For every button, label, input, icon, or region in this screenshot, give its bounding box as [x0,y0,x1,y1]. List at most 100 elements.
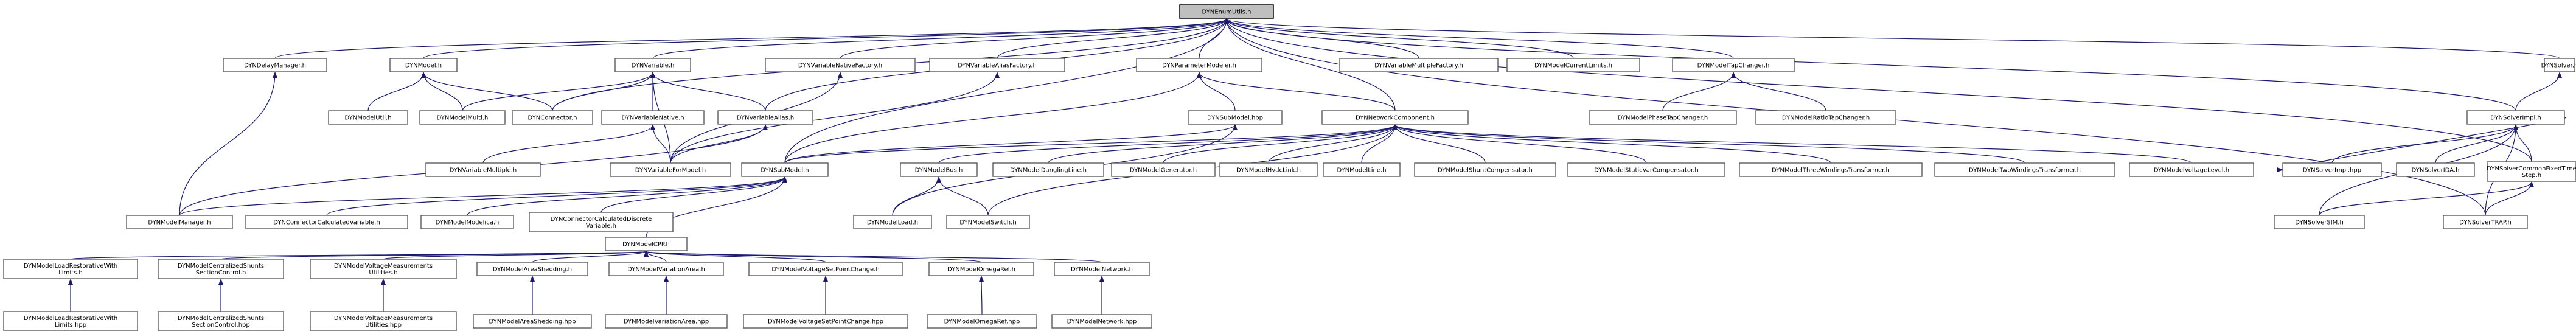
node-centshunthpp[interactable]: DYNModelCentralizedShuntsSectionControl.… [158,311,284,331]
node-areashed[interactable]: DYNModelAreaShedding.h [476,262,588,276]
node-label: DYNParameterModeler.h [1162,63,1236,69]
node-label: DYNModelPhaseTapChanger.h [1618,115,1708,122]
node-label: DYNModelLoadRestorativeWith [24,263,117,270]
node-label: Utilities.h [369,270,397,276]
node-label: DYNModelHvdcLink.h [1236,167,1301,174]
node-switch[interactable]: DYNModelSwitch.h [946,215,1030,229]
node-voltsphpp[interactable]: DYNModelVoltageSetPointChange.hpp [743,314,908,329]
node-line[interactable]: DYNModelLine.h [1323,162,1401,177]
edge-shunt-to-netcomp [1393,124,1486,164]
node-varalias[interactable]: DYNVariableAlias.h [717,110,813,125]
edge-varformodel-to-varaliasfac [670,72,1000,164]
node-label: DYNModelStaticVarCompensator.h [1594,167,1698,174]
node-curlimits[interactable]: DYNModelCurrentLimits.h [1506,58,1640,72]
node-voltsp[interactable]: DYNModelVoltageSetPointChange.h [748,262,903,276]
node-solver[interactable]: DYNSolver.h [2541,58,2576,72]
edge-voltsp-to-cpp [644,251,826,263]
node-voltlevel[interactable]: DYNModelVoltageLevel.h [2129,162,2254,177]
edge-varformodel-to-varnative [650,124,671,164]
node-twow[interactable]: DYNModelTwoWindingsTransformer.h [1934,162,2115,177]
node-vararea[interactable]: DYNModelVariationArea.h [608,262,724,276]
node-load[interactable]: DYNModelLoad.h [853,215,932,229]
node-solverimplh[interactable]: DYNSolverImpl.h [2466,110,2565,125]
node-staticvar[interactable]: DYNModelStaticVarCompensator.h [1567,162,1725,177]
node-modelutil[interactable]: DYNModelUtil.h [328,110,408,125]
node-variable[interactable]: DYNVariable.h [614,58,691,72]
node-varmultiple[interactable]: DYNVariableMultiple.h [425,162,541,177]
node-threew[interactable]: DYNModelThreeWindingsTransformer.h [1739,162,1923,177]
node-modelmanager[interactable]: DYNModelManager.h [126,215,233,229]
node-omegarefhpp[interactable]: DYNModelOmegaRef.hpp [927,314,1037,329]
node-shunt[interactable]: DYNModelShuntCompensator.h [1414,162,1556,177]
edge-modelmulti-to-variable [462,72,655,111]
node-box [425,162,541,177]
node-conncalcvar[interactable]: DYNConnectorCalculatedVariable.h [245,215,408,229]
node-label: DYNModelVoltageSetPointChange.hpp [768,319,883,326]
node-box [946,215,1030,229]
node-delaymgr[interactable]: DYNDelayManager.h [223,58,327,72]
edge-modelutil-to-model [367,72,426,111]
node-label: DYNModelAreaShedding.h [493,267,572,273]
node-box [853,215,932,229]
node-phasetap[interactable]: DYNModelPhaseTapChanger.h [1589,110,1737,125]
node-areashedhpp[interactable]: DYNModelAreaShedding.hpp [473,314,592,329]
node-box [1567,162,1725,177]
node-label: DYNModelGenerator.h [1130,167,1197,174]
node-parammodeler[interactable]: DYNParameterModeler.h [1136,58,1262,72]
node-box [900,162,978,177]
node-solverimplhpp[interactable]: DYNSolverImpl.hpp [2282,162,2382,177]
node-netcomp[interactable]: DYNNetworkComponent.h [1321,110,1469,125]
node-label: DYNModelNetwork.h [1071,267,1133,273]
node-box [1755,110,1896,125]
node-box [3,259,138,279]
node-enumutils[interactable]: DYNEnumUtils.h [1179,4,1274,19]
node-submodel[interactable]: DYNSubModel.h [741,162,829,177]
node-label: DYNModelDanglingLine.h [1010,167,1087,174]
node-modelica[interactable]: DYNModelModelica.h [420,215,514,229]
node-hvdc[interactable]: DYNModelHvdcLink.h [1219,162,1318,177]
node-label: DYNModelManager.h [148,220,211,226]
node-solversim[interactable]: DYNSolverSIM.h [2274,215,2365,229]
node-label: DYNVariableAlias.h [737,115,794,122]
edge-submodel-to-netcomp [784,124,1398,164]
node-vararehpp[interactable]: DYNModelVariationArea.hpp [605,314,728,329]
node-cpp[interactable]: DYNModelCPP.h [605,237,688,251]
node-label: DYNModelMulti.h [437,115,489,122]
edge-variable-to-enumutils [652,18,1229,59]
node-network[interactable]: DYNModelNetwork.h [1054,262,1150,276]
edge-modelica-to-submodel [467,176,787,216]
node-modelmulti[interactable]: DYNModelMulti.h [419,110,506,125]
node-varnative[interactable]: DYNVariableNative.h [601,110,705,125]
node-label: DYNVariableAliasFactory.h [958,63,1037,69]
node-connector[interactable]: DYNConnector.h [512,110,593,125]
node-solvertrap[interactable]: DYNSolverTRAP.h [2443,215,2528,229]
node-model[interactable]: DYNModel.h [389,58,458,72]
node-centshunt[interactable]: DYNModelCentralizedShuntsSectionControl.… [158,259,284,279]
node-varmultifac[interactable]: DYNVariableMultipleFactory.h [1339,58,1499,72]
node-submodelhpp[interactable]: DYNSubModel.hpp [1188,110,1283,125]
node-dangling[interactable]: DYNModelDanglingLine.h [992,162,1104,177]
edge-generator-to-netcomp [1163,124,1398,164]
node-generator[interactable]: DYNModelGenerator.h [1111,162,1216,177]
node-tapchanger[interactable]: DYNModelTapChanger.h [1672,58,1795,72]
node-networkhpp[interactable]: DYNModelNetwork.hpp [1051,314,1152,329]
node-bus[interactable]: DYNModelBus.h [900,162,978,177]
node-omegaref[interactable]: DYNModelOmegaRef.h [928,262,1034,276]
node-label: DYNSolverTRAP.h [2459,220,2512,226]
node-label: DYNSolverImpl.h [2490,115,2541,122]
node-varnativefac[interactable]: DYNVariableNativeFactory.h [765,58,916,72]
node-label: Utilities.hpp [365,322,402,329]
edge-varmultiple-to-varnative [482,124,655,164]
node-ratiotap[interactable]: DYNModelRatioTapChanger.h [1755,110,1896,125]
node-solverida[interactable]: DYNSolverIDA.h [2396,162,2475,177]
node-varformodel[interactable]: DYNVariableForModel.h [610,162,731,177]
edge-modelmulti-to-model [421,72,463,111]
node-varaliasfac[interactable]: DYNVariableAliasFactory.h [929,58,1065,72]
